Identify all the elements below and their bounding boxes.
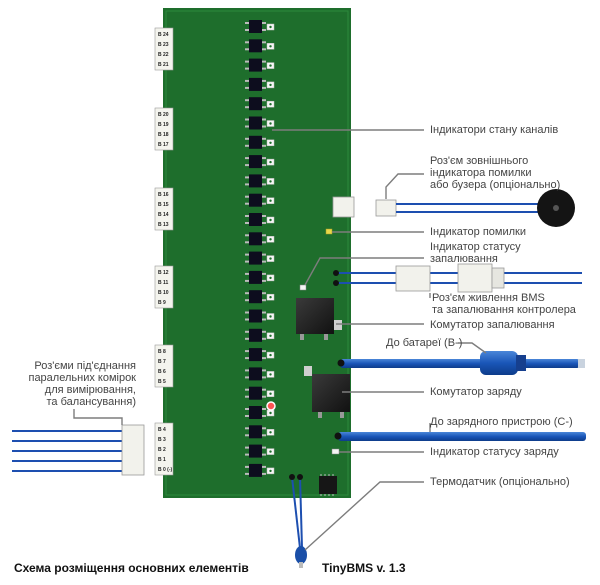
connector-block [154,27,174,71]
label-ignition-status-line2: запалювання [430,253,498,265]
balancing-chip [245,251,266,265]
balancing-chips [245,20,266,477]
label-charge-switch: Комутатор заряду [430,386,522,398]
label-error-indicator: Індикатор помилки [430,226,526,238]
label-ext-indicator-line1: Роз'єм зовнішнього [430,155,529,167]
connector-pin-label: B 9 [158,300,166,306]
balancing-chip [245,386,266,400]
connector-pin-label: B 19 [158,122,169,128]
label-power-connector-line1: Роз'єм живлення BMS [432,292,545,304]
error-led [325,228,333,235]
label-parallel-line1: Роз'єми під'єднання [34,360,136,372]
label-power-connector: Роз'єм живлення BMS та запалювання контр… [432,292,576,316]
label-ext-indicator: Роз'єм зовнішнього індикатора помилки аб… [430,155,560,191]
balancing-chip [245,174,266,188]
connector-pin-label: B 11 [158,280,169,286]
balancing-chip [245,348,266,362]
balancing-chip [245,97,266,111]
connector-pin-label: B 23 [158,42,169,48]
balancing-chip [245,367,266,381]
connector-pin-label: B 20 [158,112,169,118]
connector-pin-label: B 16 [158,192,169,198]
connector-pin-label: B 2 [158,447,166,453]
connector-pin-label: B 24 [158,32,169,38]
balancing-chip [245,444,266,458]
connector-block [154,422,174,476]
connector-block [154,107,174,151]
balancing-chip [245,77,266,91]
label-parallel-line2: паралельних комірок [28,372,136,384]
balancing-chip [245,328,266,342]
ext-indicator-socket [332,196,355,218]
label-parallel-connectors: Роз'єми під'єднання паралельних комірок … [28,360,136,408]
label-thermistor: Термодатчик (опціонально) [430,476,570,488]
balancing-chip [245,116,266,130]
red-led [266,401,276,411]
connector-pin-label: B 10 [158,290,169,296]
ignition-status-led [299,284,307,291]
connector-pin-label: B 5 [158,379,166,385]
connector-pin-label: B 12 [158,270,169,276]
battery-cable [337,351,585,375]
ignition-switch-component [296,298,342,340]
leader-lines [73,129,487,551]
thermistor-probe [289,474,307,568]
connector-pin-label: B 21 [158,62,169,68]
label-channel-indicators: Індикатори стану каналів [430,124,559,136]
connector-pin-label: B 14 [158,212,169,218]
balancing-chip [245,290,266,304]
label-power-connector-line2: та запалювання контролера [432,304,576,316]
connector-pin-label: B 18 [158,132,169,138]
connector-pin-label: B 8 [158,349,166,355]
label-charge-status: Індикатор статусу заряду [430,446,559,458]
balancing-chip [245,20,266,33]
balancing-chip [245,406,266,419]
charger-cable [334,432,586,441]
balancing-chip [245,58,266,72]
label-parallel-line3: для вимірювання, [44,384,136,396]
balancing-chip [245,270,266,284]
label-ext-indicator-line2: індикатора помилки [430,167,532,179]
label-ignition-status: Індикатор статусу запалювання [430,241,521,265]
balancing-chip [245,213,266,226]
label-parallel-line4: та балансування) [46,396,136,408]
balancing-chip [245,193,266,207]
label-ignition-status-line1: Індикатор статусу [430,241,521,253]
label-ext-indicator-line3: або бузера (опціонально) [430,179,561,191]
connector-pin-label: B 13 [158,222,169,228]
cell-connectors: B 24 B 23 B 22 B 21 B 20 B 19 B 18 B 17 B 16 B 15… [154,27,174,476]
balancing-chip [245,463,266,477]
label-ignition-switch: Комутатор запалювання [430,319,555,331]
connector-pin-label: B 3 [158,437,166,443]
connector-pin-label: B 0 (-) [158,467,173,473]
connector-pin-label: B 1 [158,457,166,463]
label-to-battery: До батареї (B-) [386,337,463,349]
balance-connector [12,424,145,476]
connector-pin-label: B 22 [158,52,169,58]
connector-pin-label: B 4 [158,427,166,433]
balancing-chip [245,39,266,53]
balancing-chip [245,155,266,169]
balancing-chip [245,135,266,149]
connector-pin-label: B 7 [158,359,166,365]
channel-leds [266,23,275,475]
power-connector [333,263,582,293]
connector-block [154,344,174,388]
label-to-charger: До зарядного пристрою (C-) [430,416,573,428]
connector-block [154,265,174,309]
connector-pin-label: B 6 [158,369,166,375]
charge-switch-component [304,366,350,418]
balancing-chip [245,309,266,323]
balancing-chip [245,232,266,246]
small-chip [319,474,337,496]
connector-block [154,187,174,231]
footer-version: TinyBMS v. 1.3 [322,561,406,575]
buzzer [375,189,575,227]
connector-pin-label: B 17 [158,142,169,148]
footer-caption: Схема розміщення основних елементів [14,561,249,575]
balancing-chip [245,425,266,439]
charge-status-led [331,448,340,455]
connector-pin-label: B 15 [158,202,169,208]
